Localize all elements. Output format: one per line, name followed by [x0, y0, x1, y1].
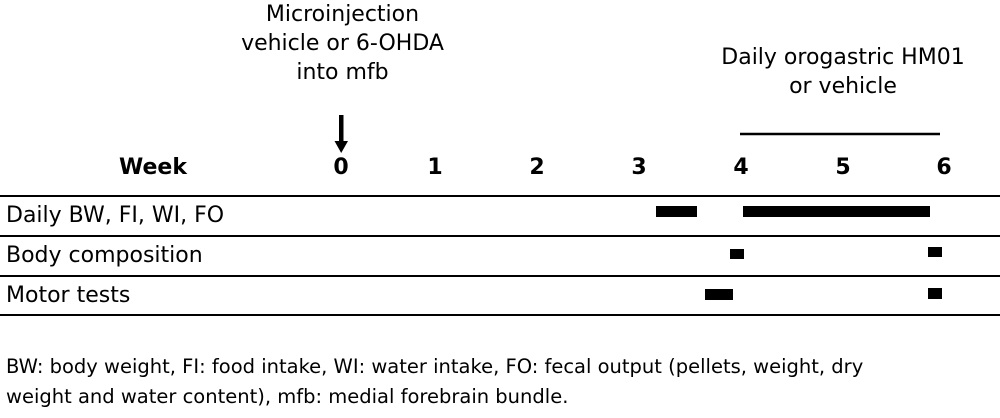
microinjection-line-1: Microinjection	[265, 2, 420, 27]
table-rule-1	[0, 235, 1000, 237]
microinjection-line-3: into mfb	[296, 60, 389, 85]
week-1: 1	[427, 155, 443, 180]
week-4: 4	[733, 155, 749, 180]
row-label-body-composition: Body composition	[6, 243, 203, 268]
body-composition-bar-week6	[928, 247, 942, 257]
daily-measures-bar-baseline	[656, 206, 697, 217]
treatment-line-2: or vehicle	[789, 74, 897, 99]
treatment-line-1: Daily orogastric HM01	[721, 45, 965, 70]
week-5: 5	[835, 155, 851, 180]
footnote-line-2: weight and water content), mfb: medial f…	[6, 385, 569, 408]
week-3: 3	[631, 155, 647, 180]
row-label-motor-tests: Motor tests	[6, 283, 131, 308]
treatment-annotation: Daily orogastric HM01 or vehicle	[700, 43, 986, 101]
microinjection-line-2: vehicle or 6-OHDA	[241, 31, 444, 56]
daily-measures-bar-treatment	[743, 206, 930, 217]
week-6: 6	[936, 155, 952, 180]
week-0: 0	[333, 155, 349, 180]
table-rule-bottom	[0, 314, 1000, 316]
body-composition-bar-week4	[730, 249, 744, 259]
row-label-daily-measures: Daily BW, FI, WI, FO	[6, 203, 225, 228]
table-rule-top	[0, 195, 1000, 197]
week-2: 2	[529, 155, 545, 180]
footnote: BW: body weight, FI: food intake, WI: wa…	[6, 352, 998, 412]
down-arrow-icon	[334, 115, 348, 153]
week-label: Week	[119, 155, 187, 180]
motor-tests-bar-week6	[928, 288, 942, 299]
table-rule-2	[0, 275, 1000, 277]
microinjection-annotation: Microinjection vehicle or 6-OHDA into mf…	[220, 0, 465, 87]
footnote-line-1: BW: body weight, FI: food intake, WI: wa…	[6, 355, 864, 378]
motor-tests-bar-week4	[705, 289, 733, 300]
